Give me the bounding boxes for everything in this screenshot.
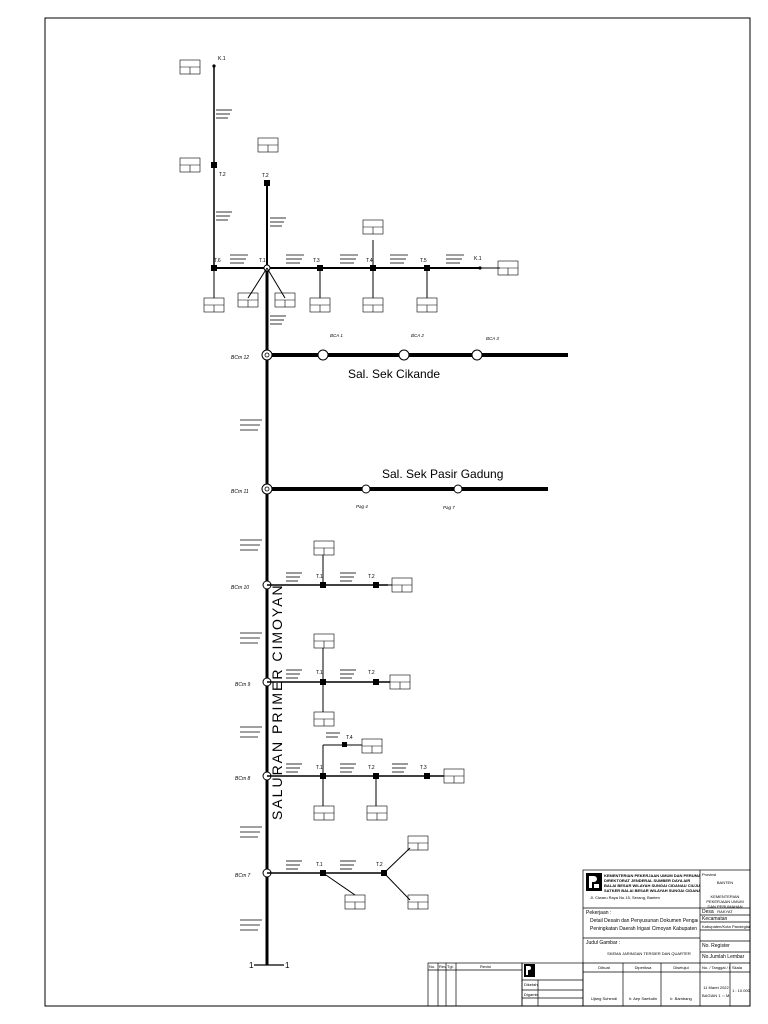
province-value: BANTEN (716, 880, 734, 885)
node-t2-top (211, 162, 217, 168)
label-t3: T.3 (313, 258, 320, 264)
label-t1-b8: T.1 (316, 765, 323, 771)
node-t3-b8 (424, 773, 430, 779)
rev-header-no: No. (429, 964, 436, 969)
ministry-line-3: BALAI BESAR WILAYAH SUNGAI CIDANAU CIUJU… (604, 883, 700, 888)
diperiksa-label: Diperiksa (634, 965, 652, 970)
drop-t1-right (266, 267, 286, 299)
ministry-address: Jl. Ciwaru Raya No.15, Serang, Banten (590, 895, 660, 900)
ministry-line-4: SATKER BALAI BESAR WILAYAH SUNGAI CIDANA… (604, 888, 700, 893)
approver-name: Ir. Bambang (670, 996, 692, 1001)
label-t1-b9: T.1 (316, 670, 323, 676)
scale-value: 1 : 10.000 (732, 988, 750, 993)
label-t5: T.5 (420, 258, 427, 264)
drop-t1-left (247, 267, 268, 299)
digambar-label: Digambar (524, 992, 538, 997)
rev-header-rev: Rev. (439, 964, 446, 969)
node-bcm11 (261, 483, 273, 495)
label-sal-sek-cikande: Sal. Sek Cikande (348, 367, 440, 381)
label-sal-sek-pasir-gadung: Sal. Sek Pasir Gadung (382, 467, 503, 481)
ministry-logo (586, 873, 602, 891)
label-bcm12: BCm 12 (231, 355, 249, 361)
job-line-1: Detail Desain dan Penyusunan Dokumen Pen… (590, 918, 698, 924)
job-label: Pekerjaan : (586, 910, 612, 916)
drawing-frame (44, 17, 751, 1007)
job-line-2: Peningkatan Daerah Irigasi Cimoyan Kabup… (590, 926, 698, 932)
kecamatan-label: Kecamatan (702, 916, 728, 922)
ministry-line-1: KEMENTERIAN PEKERJAAN UMUM DAN PERUMAHAN… (604, 873, 700, 878)
label-t1-b7: T.1 (316, 862, 323, 868)
dibuat-label: Dibuat (598, 965, 610, 970)
node-t2-b9 (373, 679, 379, 685)
label-bcm10: BCm 10 (231, 585, 249, 591)
label-t4: T.4 (366, 258, 373, 264)
section-mark-left: 1 (249, 961, 254, 970)
label-t2-mid: T.2 (262, 173, 269, 179)
node-t2-mid (264, 180, 270, 186)
label-t4-b8: T.4 (346, 735, 353, 741)
province-label: Provinsi (702, 872, 717, 877)
label-pag7: Pag 7 (443, 505, 455, 510)
drawing-no: BAGIAN 1 ::: MARKA 1 (702, 993, 730, 998)
date-value: 11 Maret 2022 (703, 985, 729, 990)
primary-canal-label: SALURAN PRIMER CIMOYAN (269, 583, 285, 820)
rev-header-tgl: Tgl. (447, 964, 454, 969)
node-pag7 (453, 484, 463, 494)
checker-name: Ir. Aep Saefudin (628, 996, 658, 1001)
label-k1-right: K.1 (474, 256, 482, 262)
label-t2-b9: T.2 (368, 670, 375, 676)
no-register-label: No. Register (702, 943, 730, 949)
flow-annotations (216, 109, 464, 931)
area-box-group (179, 59, 519, 313)
section-mark-right: 1 (285, 961, 290, 970)
kabupaten-value: Pandeglang (732, 924, 750, 929)
drawing-title-value: SKEMA JARINGAN TERSIER DAN QUARTER (607, 951, 691, 956)
node-bcm12 (261, 349, 273, 361)
label-t6: T.6 (214, 258, 221, 264)
scale-label: Skala (732, 965, 743, 970)
kabupaten-label: Kabupaten/Kota (702, 924, 731, 929)
label-t3-b8: T.3 (420, 765, 427, 771)
drafter-name: Ujang Suhendi (590, 996, 618, 1001)
no-lembar-label: No. / Tanggal / Lembar (702, 965, 730, 970)
label-t2-top: T.2 (219, 172, 226, 178)
label-bca1: BCA 1 (330, 333, 343, 338)
disetujui-label: Disetujui (673, 965, 689, 970)
label-t2-b10: T.2 (368, 574, 375, 580)
ministry-logo-small (524, 964, 535, 977)
desa-label: Desa (702, 909, 714, 915)
label-bca3: BCA 3 (486, 336, 499, 341)
program-value: KEMENTERIAN PEKERJAAN UMUM DAN PERUMAHAN… (706, 894, 744, 914)
label-t2-b7: T.2 (376, 862, 383, 868)
diketahui-label: Diketahui (524, 982, 538, 987)
node-bca3 (471, 349, 483, 361)
title-block-frame (427, 869, 751, 1007)
label-bca2: BCA 2 (411, 333, 424, 338)
label-t1-b10: T.1 (316, 574, 323, 580)
node-k1-top (212, 64, 216, 68)
label-t1: T.1 (259, 258, 266, 264)
label-t2-b8: T.2 (368, 765, 375, 771)
label-k1-top: K.1 (218, 56, 226, 62)
label-bcm8: BCm 8 (235, 776, 251, 782)
label-bcm11: BCm 11 (231, 489, 249, 495)
node-t4-b8 (342, 742, 347, 747)
label-bcm7: BCm 7 (235, 873, 251, 879)
rev-header-revisi: Revisi (480, 964, 491, 969)
node-pag4 (361, 484, 371, 494)
label-pag4: Pag 4 (356, 504, 368, 509)
label-bcm9: BCm 9 (235, 682, 251, 688)
node-k1-right (478, 266, 482, 270)
node-bca2 (398, 349, 410, 361)
jumlah-lembar-label: No.Jumlah Lembar (702, 954, 745, 960)
ministry-line-2: DIREKTORAT JENDERAL SUMBER DAYA AIR (604, 878, 691, 883)
drawing-title-label: Judul Gambar : (586, 940, 621, 946)
node-bca1 (317, 349, 329, 361)
